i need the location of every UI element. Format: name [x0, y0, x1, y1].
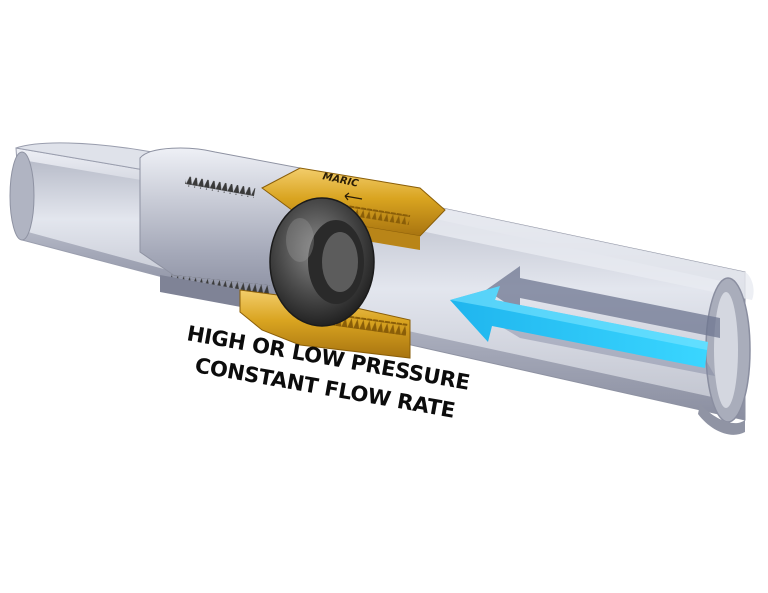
arrow-left-icon — [450, 286, 708, 368]
shadow-flow-arrow — [486, 266, 720, 338]
flow-control-ring — [269, 197, 375, 327]
small-arrow-left-icon — [344, 192, 363, 201]
